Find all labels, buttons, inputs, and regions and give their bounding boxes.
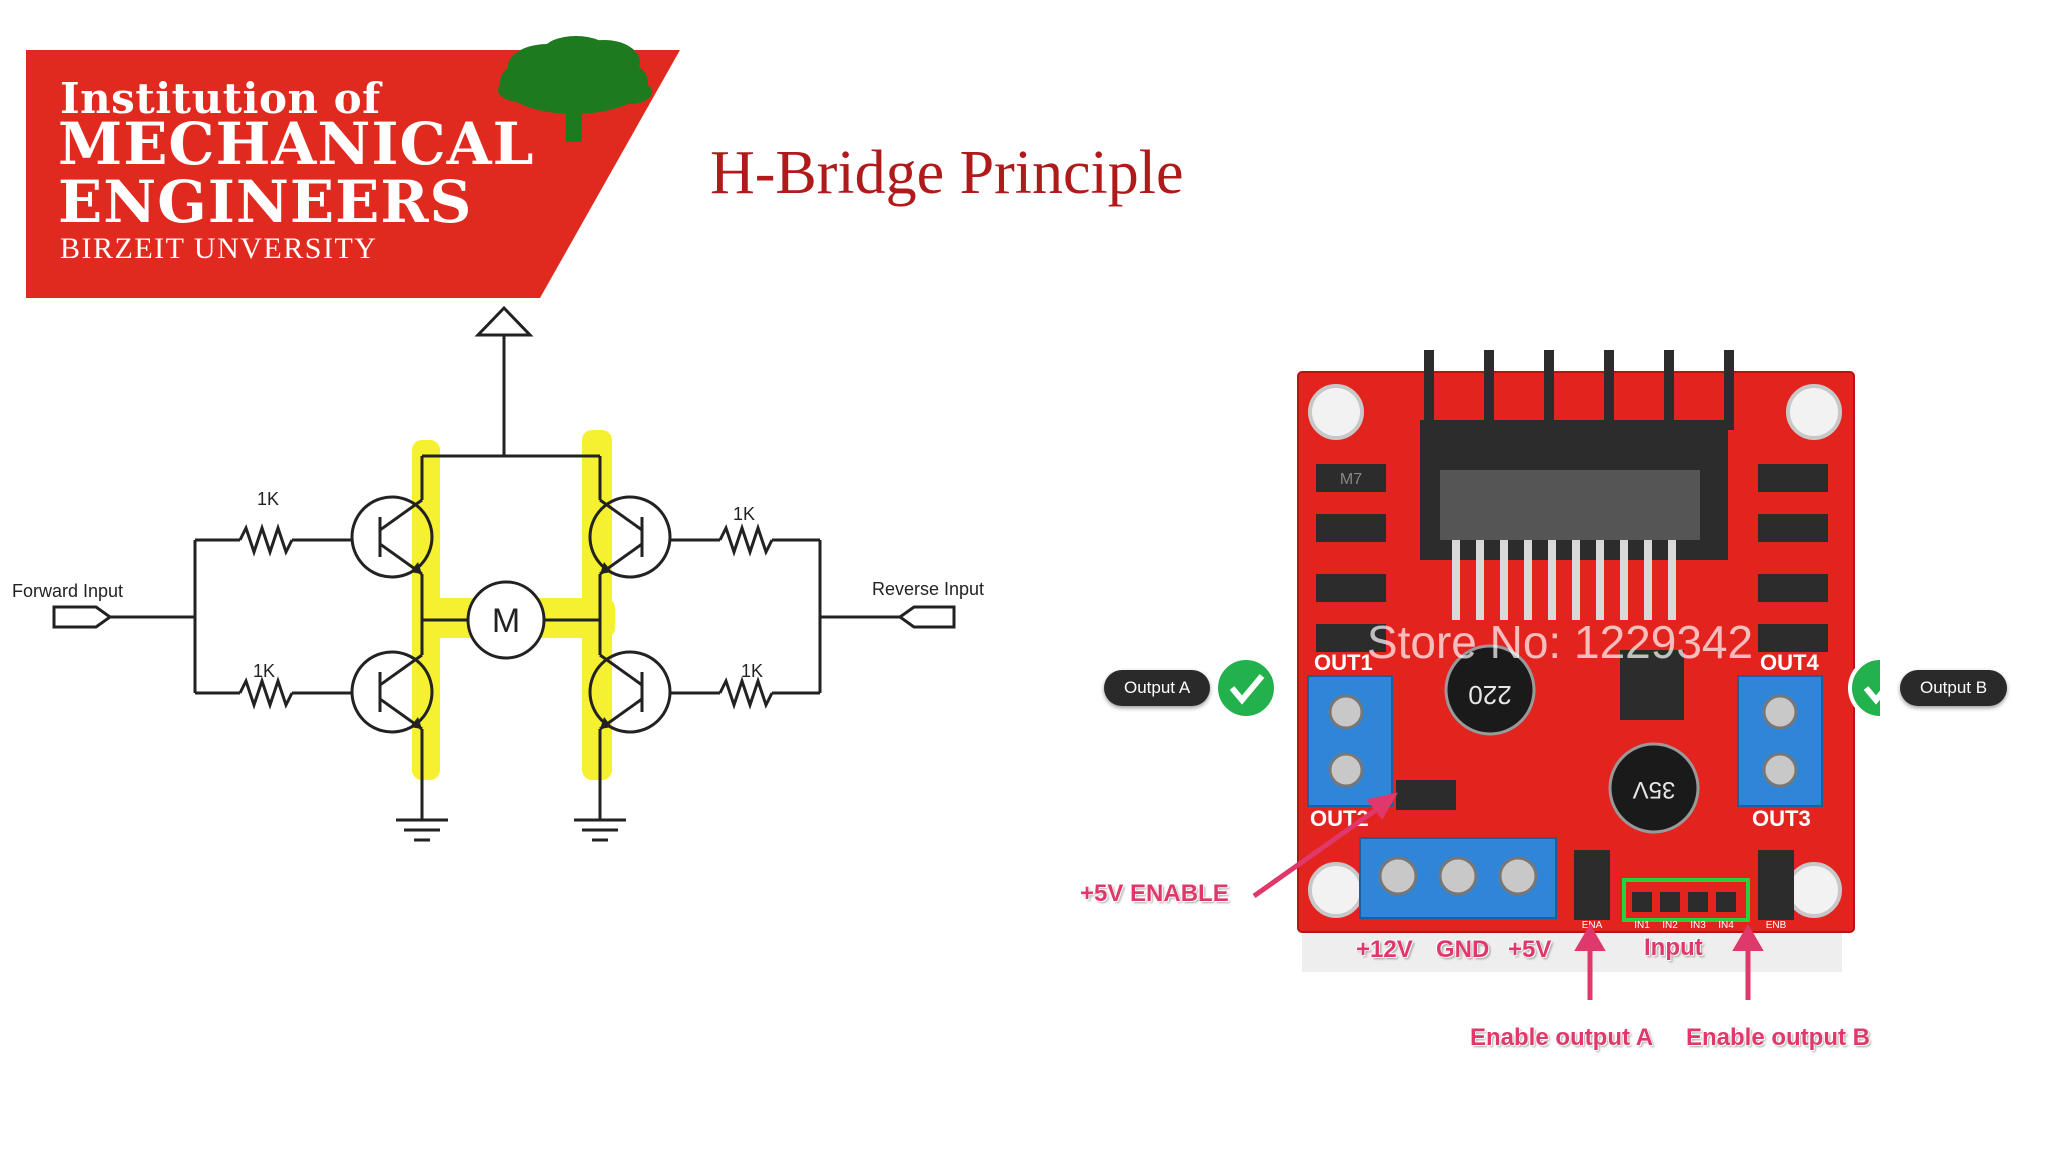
supply-arrow-icon	[474, 305, 534, 337]
output-b-callout: Output B	[1900, 670, 2008, 706]
header-enb	[1758, 850, 1794, 920]
diode-label: M7	[1340, 471, 1362, 488]
resistor-label-bottom-right: 1K	[741, 661, 763, 681]
slide-title: H-Bridge Principle	[710, 139, 1184, 207]
capacitor-text-2: 35V	[1633, 776, 1676, 803]
check-icon-output-a	[1214, 656, 1278, 720]
reverse-input-label: Reverse Input	[872, 579, 984, 599]
pin-label-in1: IN1	[1634, 920, 1650, 931]
out4-label: OUT4	[1760, 650, 1819, 675]
logo-line-engineers: ENGINEERS	[58, 168, 473, 236]
h-bridge-circuit: M 1K 1K 1K 1K Forward Input Reverse Inpu…	[12, 305, 984, 842]
logo-line-institution: Institution of	[60, 74, 381, 123]
transistor-top-right	[588, 495, 672, 579]
pin-label-ena: ENA	[1582, 920, 1603, 931]
output-a-callout: Output A	[1104, 670, 1211, 706]
forward-input-connector	[52, 605, 113, 629]
capacitor-text: 220	[1468, 680, 1511, 710]
pin-label-in3: IN3	[1690, 920, 1706, 931]
logo-line-university: BIRZEIT UNVERSITY	[60, 232, 378, 265]
pin-label-enb: ENB	[1766, 920, 1787, 931]
tree-icon	[498, 36, 652, 142]
5v-enable-jumper	[1396, 780, 1456, 810]
input-pins-highlight	[1622, 878, 1750, 922]
enable-output-a-label: Enable output A	[1470, 1024, 1654, 1051]
motor-label: M	[492, 602, 520, 640]
motor-driver-board: M7 220 35V ENA IN1 IN2 IN3 IN4 ENB OUT1 …	[1214, 350, 1880, 1000]
motor-icon	[466, 580, 546, 660]
enable-5v-label: +5V ENABLE	[1080, 880, 1229, 907]
logo-banner	[26, 50, 680, 298]
reverse-input-connector	[897, 605, 956, 629]
out1-label: OUT1	[1314, 650, 1373, 675]
power-12v-label: +12V	[1356, 936, 1413, 963]
check-icon-output-b	[1848, 656, 1880, 720]
pin-label-in4: IN4	[1718, 920, 1734, 931]
out3-label: OUT3	[1752, 806, 1811, 831]
resistor-label-bottom-left: 1K	[253, 661, 275, 681]
resistor-label-top-right: 1K	[733, 504, 755, 524]
power-5v-label: +5V	[1508, 936, 1552, 963]
enable-output-b-label: Enable output B	[1686, 1024, 1870, 1051]
voltage-regulator	[1620, 650, 1684, 720]
out2-label: OUT2	[1310, 806, 1369, 831]
capacitor-1	[1444, 644, 1536, 736]
header-ena	[1574, 850, 1610, 920]
power-gnd-label: GND	[1436, 936, 1490, 963]
forward-input-label: Forward Input	[12, 581, 123, 601]
pin-label-in2: IN2	[1662, 920, 1678, 931]
logo	[26, 36, 680, 298]
capacitor-2	[1608, 742, 1700, 834]
resistor-label-top-left: 1K	[257, 489, 279, 509]
input-label: Input	[1644, 934, 1703, 961]
transistor-top-left	[350, 495, 434, 579]
logo-line-mechanical: MECHANICAL	[58, 110, 535, 178]
store-watermark: Store No: 1229342	[1367, 616, 1753, 668]
